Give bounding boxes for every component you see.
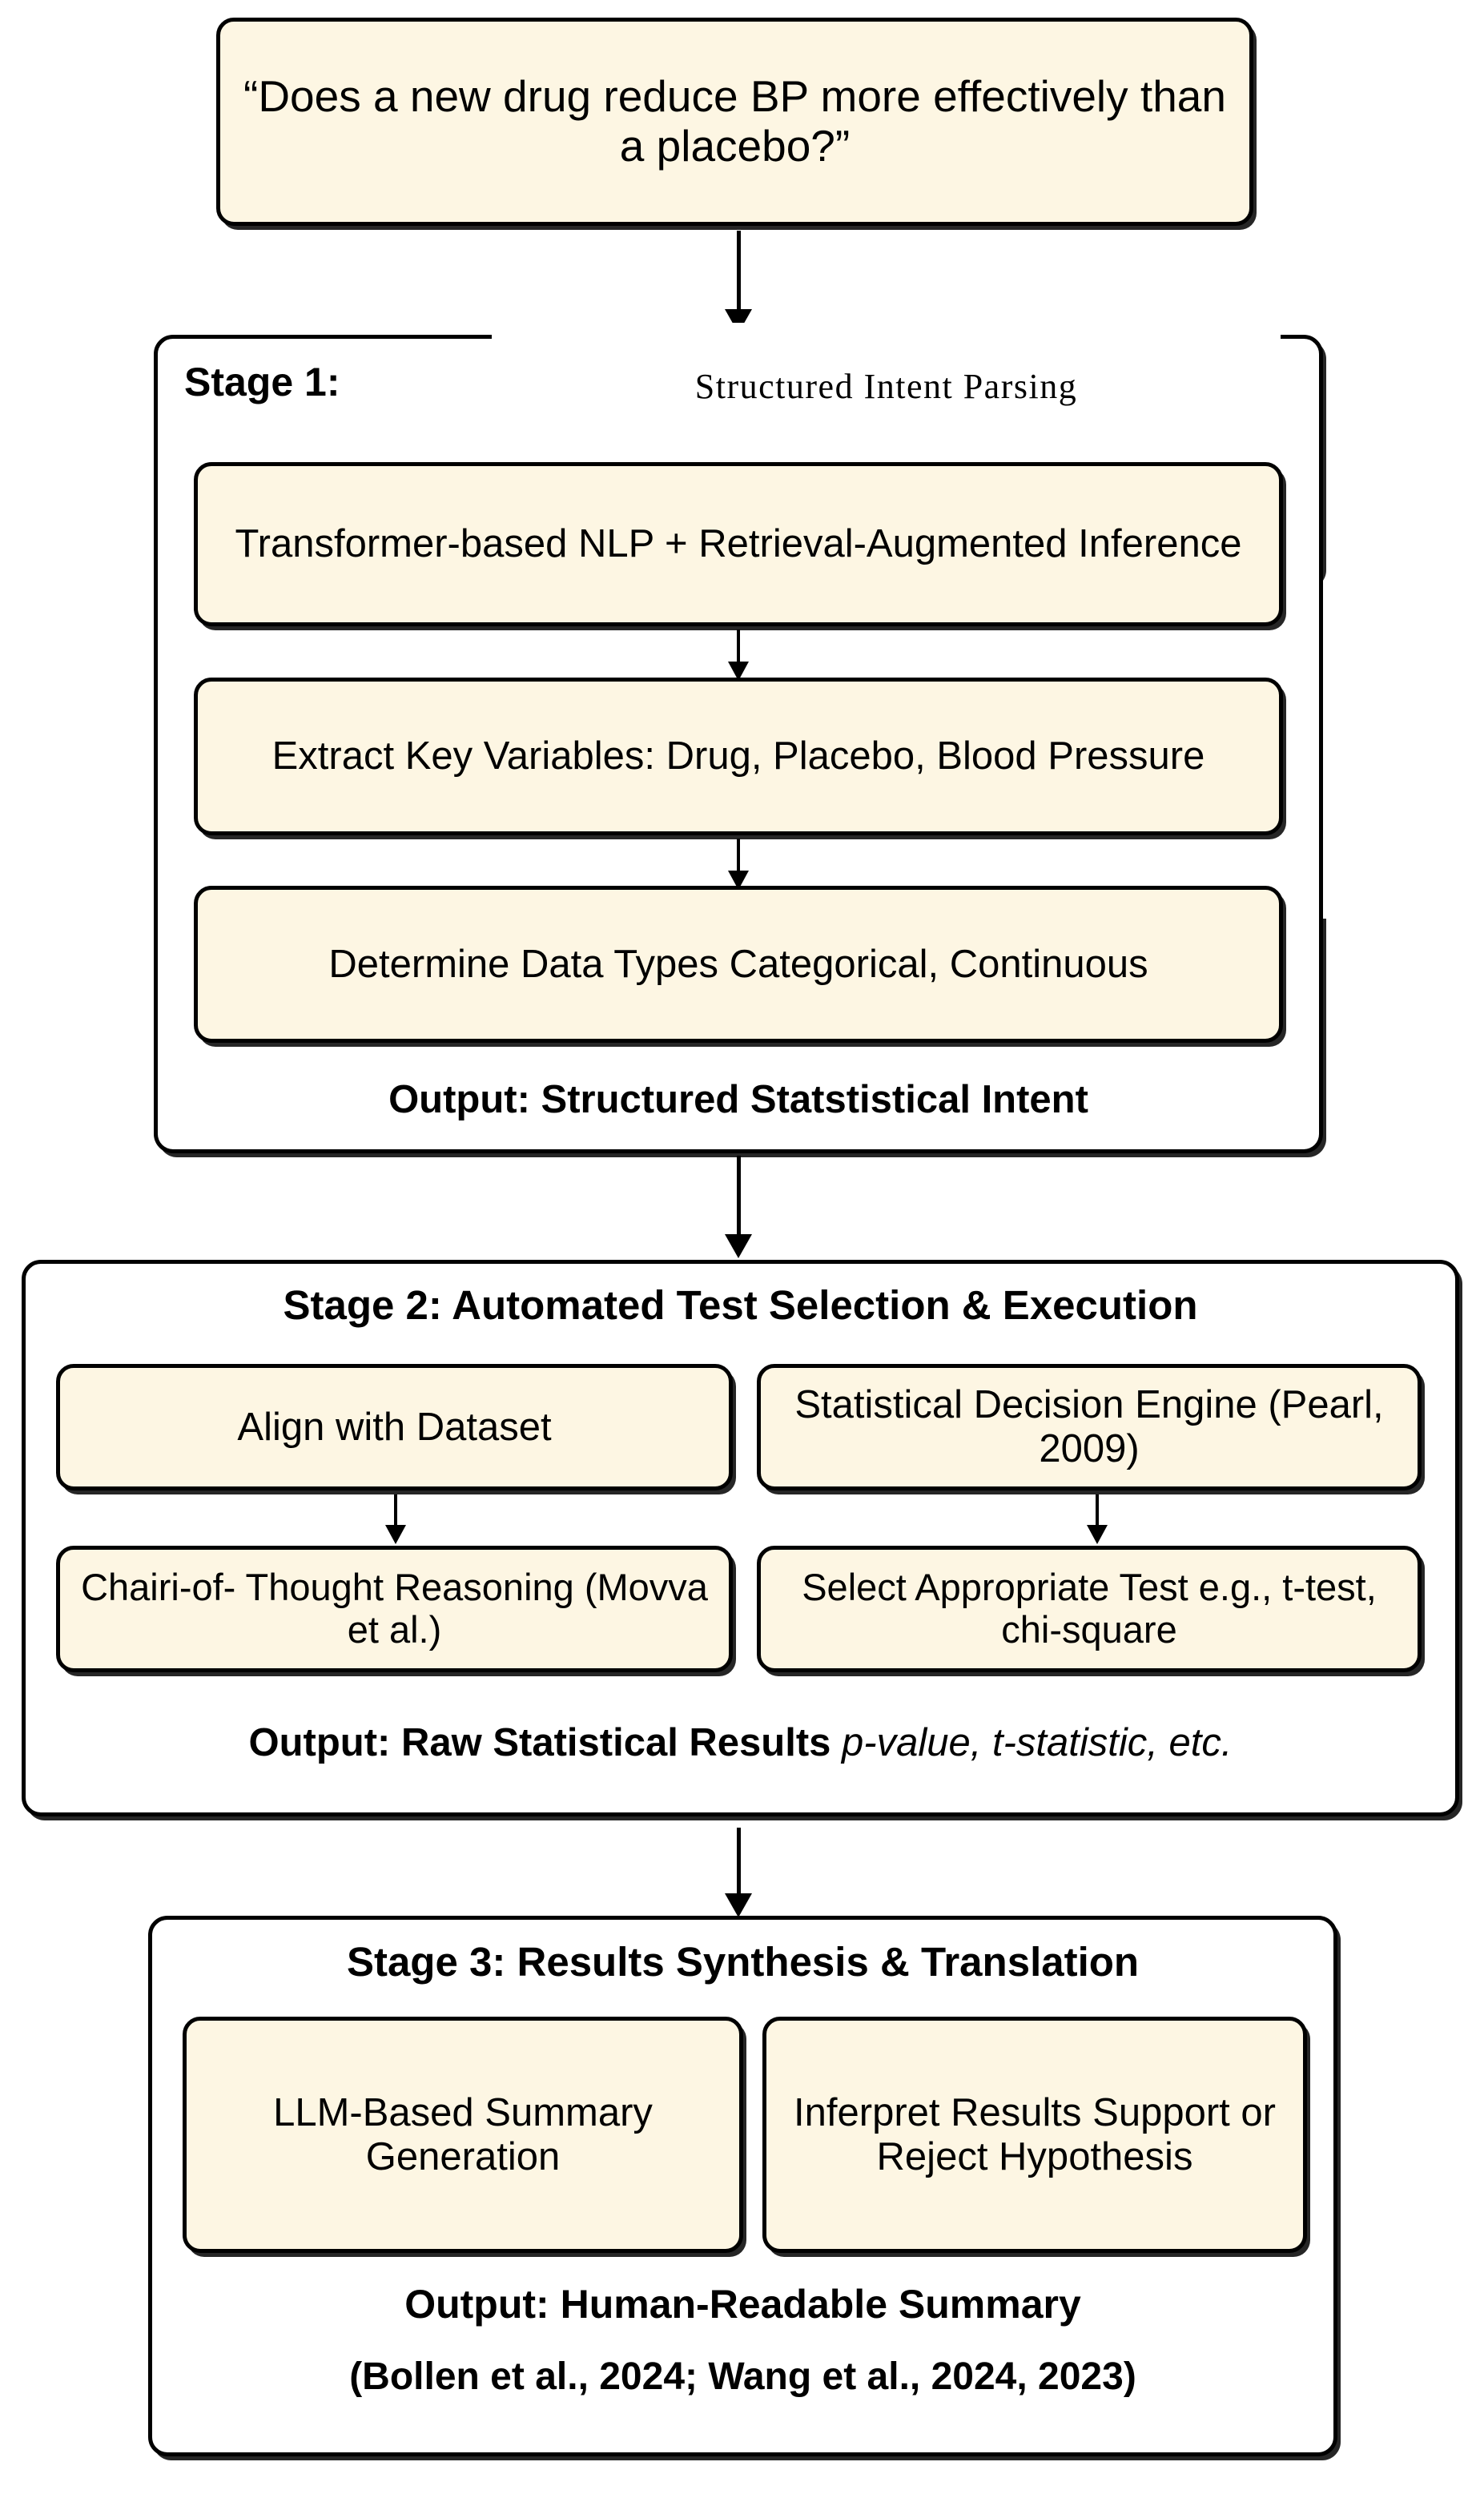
node-select-appropriate-test: Select Appropriate Test e.g., t-test, ch…	[757, 1546, 1422, 1672]
stage-2-output-note: p-value, t-statistic, etc.	[842, 1721, 1233, 1764]
node-text: Statistical Decision Engine (Pearl, 2009…	[794, 1383, 1384, 1470]
overlay-annotation-patch: Structured Intent Parsing	[492, 323, 1281, 449]
stage-2-output-line: Output: Raw Statistical Results p-value,…	[22, 1720, 1459, 1765]
stage-2-title: Stage 2: Automated Test Selection & Exec…	[283, 1282, 1198, 1328]
node-interpret-results: Inferpret Results Support or Reject Hypo…	[762, 2017, 1307, 2253]
node-text: Determine Data Types Categorical, Contin…	[328, 942, 1148, 986]
arrow-head	[385, 1525, 406, 1544]
node-text: LLM-Based Summary Generation	[273, 2090, 653, 2178]
node-determine-data-types: Determine Data Types Categorical, Contin…	[194, 886, 1283, 1043]
stage-3-output-citations: (Bollen et al., 2024; Wang et al., 2024,…	[349, 2355, 1136, 2398]
question-box: “Does a new drug reduce BP more effectiv…	[216, 18, 1253, 226]
stage-3-title: Stage 3: Results Synthesis & Translation	[346, 1939, 1140, 1985]
node-text: Transformer-based NLP + Retrieval-Augmen…	[235, 522, 1242, 566]
node-transformer-nlp: Transformer-based NLP + Retrieval-Augmen…	[194, 462, 1283, 626]
arrow-head	[725, 1893, 752, 1917]
arrow-head	[725, 1234, 752, 1258]
arrow-shaft	[737, 231, 741, 309]
stage-1-left-edge	[154, 449, 158, 951]
arrow-shaft	[737, 1828, 741, 1895]
stage-2-container	[22, 1260, 1459, 1816]
node-text: Extract Key Variables: Drug, Placebo, Bl…	[271, 734, 1205, 778]
stage-1-right-edge	[1319, 449, 1323, 951]
node-extract-key-variables: Extract Key Variables: Drug, Placebo, Bl…	[194, 678, 1283, 835]
arrow-shaft	[737, 839, 740, 872]
arrow-shaft	[737, 630, 740, 663]
node-llm-summary-generation: LLM-Based Summary Generation	[183, 2017, 743, 2253]
stage-1-output-label: Output: Structured Statstistical Intent	[388, 1078, 1088, 1121]
stage-1-title: Stage 1:	[184, 360, 340, 404]
arrow-shaft	[394, 1494, 397, 1527]
node-text: Chairi-of- Thought Reasoning (Movva et a…	[81, 1566, 708, 1651]
node-statistical-decision-engine: Statistical Decision Engine (Pearl, 2009…	[757, 1364, 1422, 1490]
question-text: “Does a new drug reduce BP more effectiv…	[243, 71, 1226, 171]
arrow-shaft	[1096, 1494, 1099, 1527]
node-text: Align with Dataset	[237, 1405, 552, 1449]
stage-3-output-label: Output: Human-Readable Summary	[404, 2282, 1081, 2327]
node-text: Inferpret Results Support or Reject Hypo…	[794, 2090, 1276, 2178]
node-chain-of-thought-reasoning: Chairi-of- Thought Reasoning (Movva et a…	[56, 1546, 733, 1672]
node-align-with-dataset: Align with Dataset	[56, 1364, 733, 1490]
overlay-annotation-text: Structured Intent Parsing	[694, 366, 1078, 406]
arrow-head	[1087, 1525, 1108, 1544]
node-text: Select Appropriate Test e.g., t-test, ch…	[802, 1566, 1377, 1651]
stage-2-output-label: Output: Raw Statistical Results	[248, 1721, 831, 1764]
arrow-shaft	[737, 1156, 741, 1234]
